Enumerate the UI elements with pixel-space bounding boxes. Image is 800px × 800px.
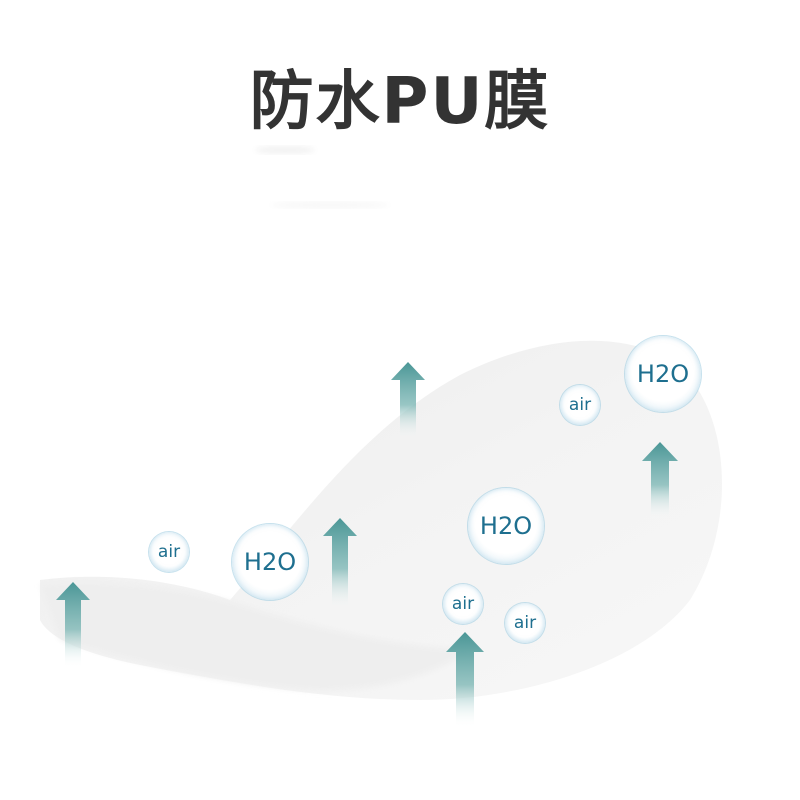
- h2o-bubble: H2O: [625, 336, 701, 412]
- arrow-up-icon: [323, 518, 357, 610]
- arrow-up-icon: [642, 442, 678, 520]
- shadow-smudge: [270, 202, 390, 208]
- h2o-bubble: H2O: [232, 524, 308, 600]
- arrow-up-icon: [56, 582, 90, 668]
- page-title: 防水PU膜: [249, 65, 551, 139]
- air-bubble: air: [505, 603, 545, 643]
- air-bubble: air: [560, 385, 600, 425]
- arrow-up-icon: [446, 632, 484, 728]
- air-bubble: air: [443, 584, 483, 624]
- h2o-bubble: H2O: [468, 488, 544, 564]
- air-bubble: air: [149, 532, 189, 572]
- arrow-up-icon: [391, 362, 425, 440]
- shadow-smudge: [255, 146, 315, 154]
- membrane-fold: [40, 582, 470, 691]
